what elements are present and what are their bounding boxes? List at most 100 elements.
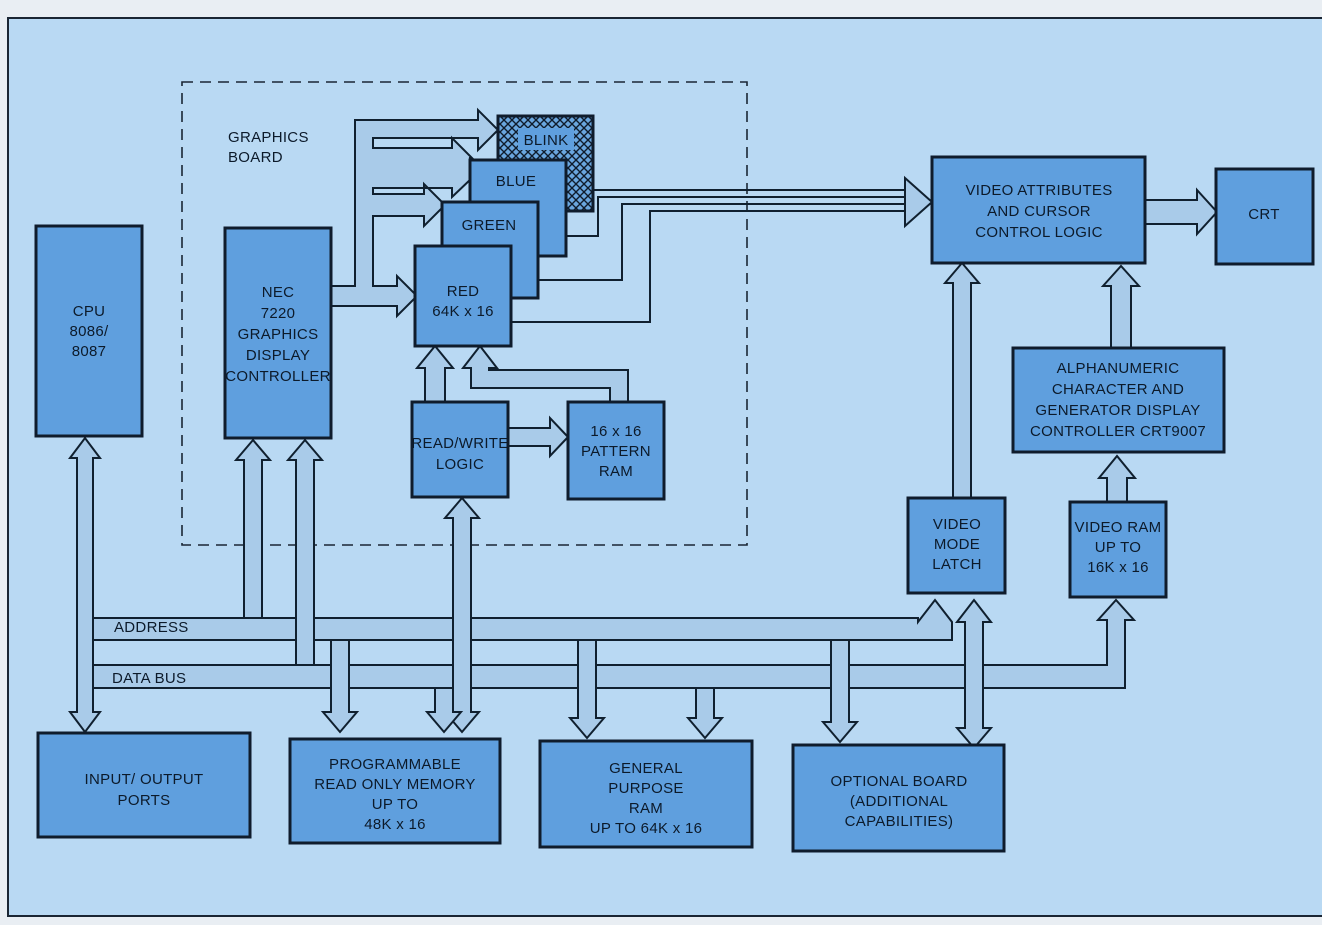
alphanumeric-label-line: ALPHANUMERIC <box>1057 360 1180 377</box>
prom-label-line: UP TO <box>372 796 419 813</box>
optional-board-block <box>791 743 1006 853</box>
nec-address-arrow <box>233 438 273 619</box>
crt-block <box>1214 167 1315 266</box>
pattern-label-line: 16 x 16 <box>590 423 641 440</box>
prom-label-line: PROGRAMMABLE <box>329 756 461 773</box>
alpha-to-attributes-arrow <box>1100 264 1142 351</box>
video-mode-latch-label-line: MODE <box>934 536 980 553</box>
nec-controller-block <box>223 226 333 440</box>
optional-address-arrow <box>820 639 860 744</box>
address-bus-label: ADDRESS <box>114 619 189 636</box>
rw-to-pattern-arrow <box>507 415 570 459</box>
graphics-board-label-line2: BOARD <box>228 149 283 166</box>
blue-label: BLUE <box>496 173 536 190</box>
prom-label-line: READ ONLY MEMORY <box>314 776 476 793</box>
blue-to-attributes-line <box>566 196 905 237</box>
cpu-label-line: CPU <box>73 303 106 320</box>
io-ports-label-line: INPUT/ OUTPUT <box>85 771 204 788</box>
general-ram-label-line: GENERAL <box>609 760 683 777</box>
optional-board-label: OPTIONAL BOARD (ADDITIONAL CAPABILITIES) <box>830 773 967 830</box>
io-ports-block <box>36 731 252 839</box>
alphanumeric-label: ALPHANUMERIC CHARACTER AND GENERATOR DIS… <box>1030 360 1206 440</box>
nec-data-arrow <box>285 438 325 666</box>
optional-board-label-line: (ADDITIONAL <box>850 793 948 810</box>
video-ram-label: VIDEO RAM UP TO 16K x 16 <box>1075 519 1162 576</box>
video-ram-block <box>1068 500 1168 599</box>
blink-label-line: BLINK <box>524 132 569 149</box>
rw-label-line: LOGIC <box>436 456 484 473</box>
pattern-ram-block <box>566 400 666 501</box>
cpu-bus-arrow <box>68 436 102 734</box>
alphanumeric-label-line: CHARACTER AND <box>1052 381 1184 398</box>
blink-label: BLINK <box>518 128 574 150</box>
alphanumeric-controller-block <box>1011 346 1226 454</box>
pattern-label: 16 x 16 PATTERN RAM <box>581 423 651 480</box>
cpu-block <box>34 224 144 438</box>
green-to-attributes-line <box>538 203 905 281</box>
red-label: RED 64K x 16 <box>432 283 494 320</box>
read-write-logic-block <box>410 400 510 499</box>
video-mode-latch-block <box>906 496 1007 595</box>
red-label-line: RED <box>447 283 480 300</box>
video-ram-label-line: VIDEO RAM <box>1075 519 1162 536</box>
alphanumeric-label-line: GENERATOR DISPLAY <box>1035 402 1200 419</box>
pattern-to-red-arrow <box>460 344 629 403</box>
nec-label-line: CONTROLLER <box>225 368 331 385</box>
video-attributes-block <box>930 155 1147 265</box>
video-mode-latch-label-line: VIDEO <box>933 516 981 533</box>
video-ram-label-line: UP TO <box>1095 539 1142 556</box>
io-ports-label: INPUT/ OUTPUT PORTS <box>85 771 204 809</box>
alphanumeric-label-line: CONTROLLER CRT9007 <box>1030 423 1206 440</box>
graphics-board-label-line1: GRAPHICS <box>228 129 309 146</box>
video-attributes-label-line: CONTROL LOGIC <box>975 224 1103 241</box>
cpu-label-line: 8087 <box>72 343 107 360</box>
latch-to-attributes-arrow <box>942 261 982 499</box>
general-ram-label-line: UP TO 64K x 16 <box>590 820 703 837</box>
nec-label-line: NEC <box>262 284 295 301</box>
data-bus <box>91 598 1137 689</box>
data-bus-label: DATA BUS <box>112 670 186 687</box>
video-mode-latch-label: VIDEO MODE LATCH <box>932 516 982 573</box>
green-label: GREEN <box>462 217 517 234</box>
ram-address-arrow <box>567 639 607 740</box>
video-attributes-label: VIDEO ATTRIBUTES AND CURSOR CONTROL LOGI… <box>965 182 1112 241</box>
nec-label-line: 7220 <box>261 305 296 322</box>
rw-label-line: READ/WRITE <box>411 435 508 452</box>
nec-to-planes-bus <box>329 107 500 319</box>
planes-to-attributes-arrowhead <box>904 175 934 229</box>
video-ram-label-line: 16K x 16 <box>1087 559 1149 576</box>
rw-bus-arrow <box>442 496 482 734</box>
prom-block <box>288 737 502 845</box>
cpu-label-line: 8086/ <box>69 323 109 340</box>
graphics-board-boundary <box>181 81 748 546</box>
pattern-label-line: RAM <box>599 463 633 480</box>
ram-data-arrow <box>685 687 725 740</box>
prom-data-arrow <box>424 687 464 734</box>
prom-address-arrow <box>320 639 360 734</box>
prom-label: PROGRAMMABLE READ ONLY MEMORY UP TO 48K … <box>314 756 476 833</box>
general-ram-label: GENERAL PURPOSE RAM UP TO 64K x 16 <box>590 760 703 837</box>
rw-to-red-arrow <box>414 344 456 403</box>
optional-data-arrow <box>954 598 994 750</box>
general-ram-label-line: PURPOSE <box>608 780 683 797</box>
prom-label-line: 48K x 16 <box>364 816 426 833</box>
optional-board-label-line: OPTIONAL BOARD <box>830 773 967 790</box>
nec-label-line: DISPLAY <box>246 347 310 364</box>
nec-label-line: GRAPHICS <box>238 326 319 343</box>
video-attributes-label-line: VIDEO ATTRIBUTES <box>965 182 1112 199</box>
attributes-to-crt-arrow <box>1143 187 1219 237</box>
nec-label: NEC 7220 GRAPHICS DISPLAY CONTROLLER <box>225 284 331 385</box>
general-ram-label-line: RAM <box>629 800 663 817</box>
red-to-attributes-line <box>510 210 905 323</box>
video-attributes-label-line: AND CURSOR <box>987 203 1091 220</box>
rw-label: READ/WRITE LOGIC <box>411 435 508 473</box>
optional-board-label-line: CAPABILITIES) <box>845 813 954 830</box>
crt-label: CRT <box>1248 206 1279 223</box>
red-plane-block <box>413 244 513 348</box>
blink-label-backdrop <box>518 128 574 150</box>
red-label-line: 64K x 16 <box>432 303 494 320</box>
video-mode-latch-label-line: LATCH <box>932 556 982 573</box>
cpu-label: CPU 8086/ 8087 <box>69 303 109 360</box>
